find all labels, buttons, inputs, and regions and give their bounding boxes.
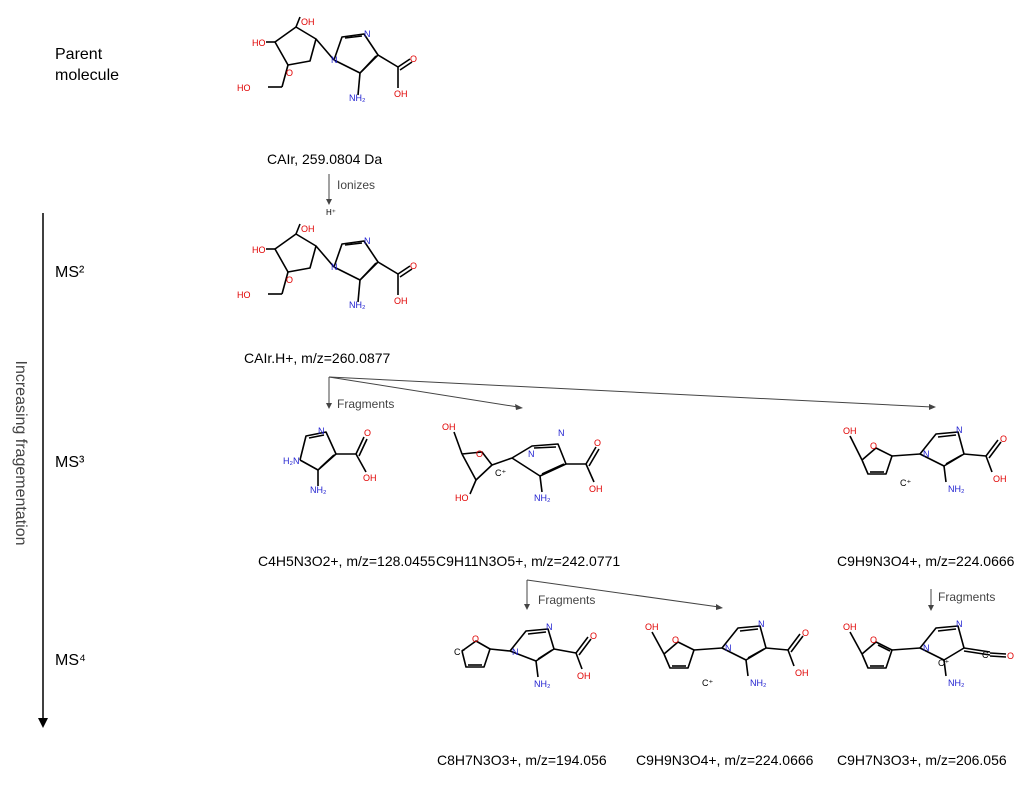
svg-text:OH: OH bbox=[577, 671, 591, 681]
row-label-ms3: MS³ bbox=[55, 454, 85, 471]
svg-text:OH: OH bbox=[843, 426, 857, 436]
ms3-b-label: C9H11N3O5+, m/z=242.0771 bbox=[436, 553, 621, 569]
svg-text:OH: OH bbox=[301, 224, 315, 234]
fragments-label-ms4-a: Fragments bbox=[538, 593, 596, 607]
svg-text:N: N bbox=[725, 643, 732, 653]
h-plus-label: H⁺ bbox=[326, 208, 336, 217]
ms4-b-molecule-structure: OH O C⁺ N N NH₂ O OH bbox=[645, 619, 809, 688]
svg-text:O: O bbox=[870, 635, 877, 645]
ms2-molecule-structure: OH HO O HO N N NH₂ O OH bbox=[237, 223, 417, 310]
ms2-label: CAIr.H+, m/z=260.0877 bbox=[244, 350, 391, 366]
svg-text:C⁺: C⁺ bbox=[938, 658, 949, 668]
svg-text:N: N bbox=[923, 449, 930, 459]
svg-text:C⁺: C⁺ bbox=[495, 468, 506, 478]
ms3-a-molecule-structure: H₂N N NH₂ O OH bbox=[283, 426, 377, 495]
fragments-label-ms4-b: Fragments bbox=[938, 590, 996, 604]
svg-text:O: O bbox=[594, 438, 601, 448]
ms4-b-label: C9H9N3O4+, m/z=224.0666 bbox=[636, 752, 814, 768]
fragments-label-ms3: Fragments bbox=[337, 397, 395, 411]
svg-text:OH: OH bbox=[301, 17, 315, 27]
svg-text:C⁺: C⁺ bbox=[454, 647, 465, 657]
svg-text:HO: HO bbox=[252, 38, 266, 48]
ms3-c-label: C9H9N3O4+, m/z=224.0666 bbox=[837, 553, 1015, 569]
svg-text:N: N bbox=[528, 449, 535, 459]
row-label-parent: Parent molecule bbox=[55, 46, 120, 84]
svg-text:O: O bbox=[1007, 651, 1014, 661]
ms4-a-label: C8H7N3O3+, m/z=194.056 bbox=[437, 752, 607, 768]
svg-text:C: C bbox=[982, 650, 989, 660]
svg-text:C⁺: C⁺ bbox=[702, 678, 713, 688]
ms4-c-molecule-structure: OH O N N C⁺ NH₂ C O bbox=[843, 619, 1014, 688]
ionizes-label: Ionizes bbox=[337, 178, 376, 192]
svg-text:O: O bbox=[410, 54, 417, 64]
svg-text:OH: OH bbox=[645, 622, 659, 632]
svg-text:O: O bbox=[364, 428, 371, 438]
svg-text:N: N bbox=[956, 619, 963, 629]
svg-text:N: N bbox=[364, 29, 371, 39]
parent-label: CAIr, 259.0804 Da bbox=[267, 151, 383, 167]
ms4-c-label: C9H7N3O3+, m/z=206.056 bbox=[837, 752, 1007, 768]
svg-text:N: N bbox=[923, 643, 930, 653]
svg-text:OH: OH bbox=[394, 89, 408, 99]
svg-text:OH: OH bbox=[843, 622, 857, 632]
ms3-a-label: C4H5N3O2+, m/z=128.0455 bbox=[258, 553, 436, 569]
svg-text:N: N bbox=[512, 647, 519, 657]
svg-text:O: O bbox=[870, 441, 877, 451]
svg-text:N: N bbox=[546, 622, 553, 632]
svg-text:OH: OH bbox=[394, 296, 408, 306]
svg-text:O: O bbox=[472, 634, 479, 644]
svg-text:HO: HO bbox=[237, 290, 251, 300]
svg-text:O: O bbox=[286, 275, 293, 285]
parent-molecule-structure: OH HO O HO N N NH₂ O OH bbox=[237, 16, 417, 103]
svg-text:OH: OH bbox=[993, 474, 1007, 484]
svg-text:H₂N: H₂N bbox=[283, 456, 300, 466]
svg-text:O: O bbox=[410, 261, 417, 271]
svg-text:O: O bbox=[1000, 434, 1007, 444]
svg-text:O: O bbox=[672, 635, 679, 645]
svg-text:NH₂: NH₂ bbox=[349, 93, 366, 103]
svg-text:O: O bbox=[476, 449, 483, 459]
svg-text:N: N bbox=[364, 236, 371, 246]
svg-text:N: N bbox=[331, 55, 338, 65]
svg-text:N: N bbox=[318, 426, 325, 436]
ms3-c-molecule-structure: OH O C⁺ N N NH₂ O OH bbox=[843, 425, 1007, 494]
svg-text:NH₂: NH₂ bbox=[750, 678, 767, 688]
ms3-b-molecule-structure: OH O HO C⁺ N N NH₂ O OH bbox=[442, 422, 603, 503]
svg-text:O: O bbox=[802, 628, 809, 638]
svg-text:NH₂: NH₂ bbox=[534, 493, 551, 503]
svg-text:N: N bbox=[331, 262, 338, 272]
row-label-ms4: MS⁴ bbox=[55, 652, 86, 669]
svg-text:NH₂: NH₂ bbox=[349, 300, 366, 310]
svg-text:N: N bbox=[956, 425, 963, 435]
svg-text:O: O bbox=[590, 631, 597, 641]
svg-text:NH₂: NH₂ bbox=[310, 485, 327, 495]
svg-text:NH₂: NH₂ bbox=[948, 678, 965, 688]
svg-text:HO: HO bbox=[455, 493, 469, 503]
svg-text:OH: OH bbox=[442, 422, 456, 432]
svg-text:OH: OH bbox=[795, 668, 809, 678]
svg-text:HO: HO bbox=[252, 245, 266, 255]
svg-text:N: N bbox=[558, 428, 565, 438]
svg-text:NH₂: NH₂ bbox=[948, 484, 965, 494]
svg-text:N: N bbox=[758, 619, 765, 629]
ms4-a-molecule-structure: C⁺ O N N NH₂ O OH bbox=[454, 622, 597, 689]
svg-text:C⁺: C⁺ bbox=[900, 478, 911, 488]
svg-text:OH: OH bbox=[363, 473, 377, 483]
svg-text:O: O bbox=[286, 68, 293, 78]
svg-text:OH: OH bbox=[589, 484, 603, 494]
svg-text:NH₂: NH₂ bbox=[534, 679, 551, 689]
row-label-ms2: MS² bbox=[55, 264, 85, 281]
svg-text:HO: HO bbox=[237, 83, 251, 93]
